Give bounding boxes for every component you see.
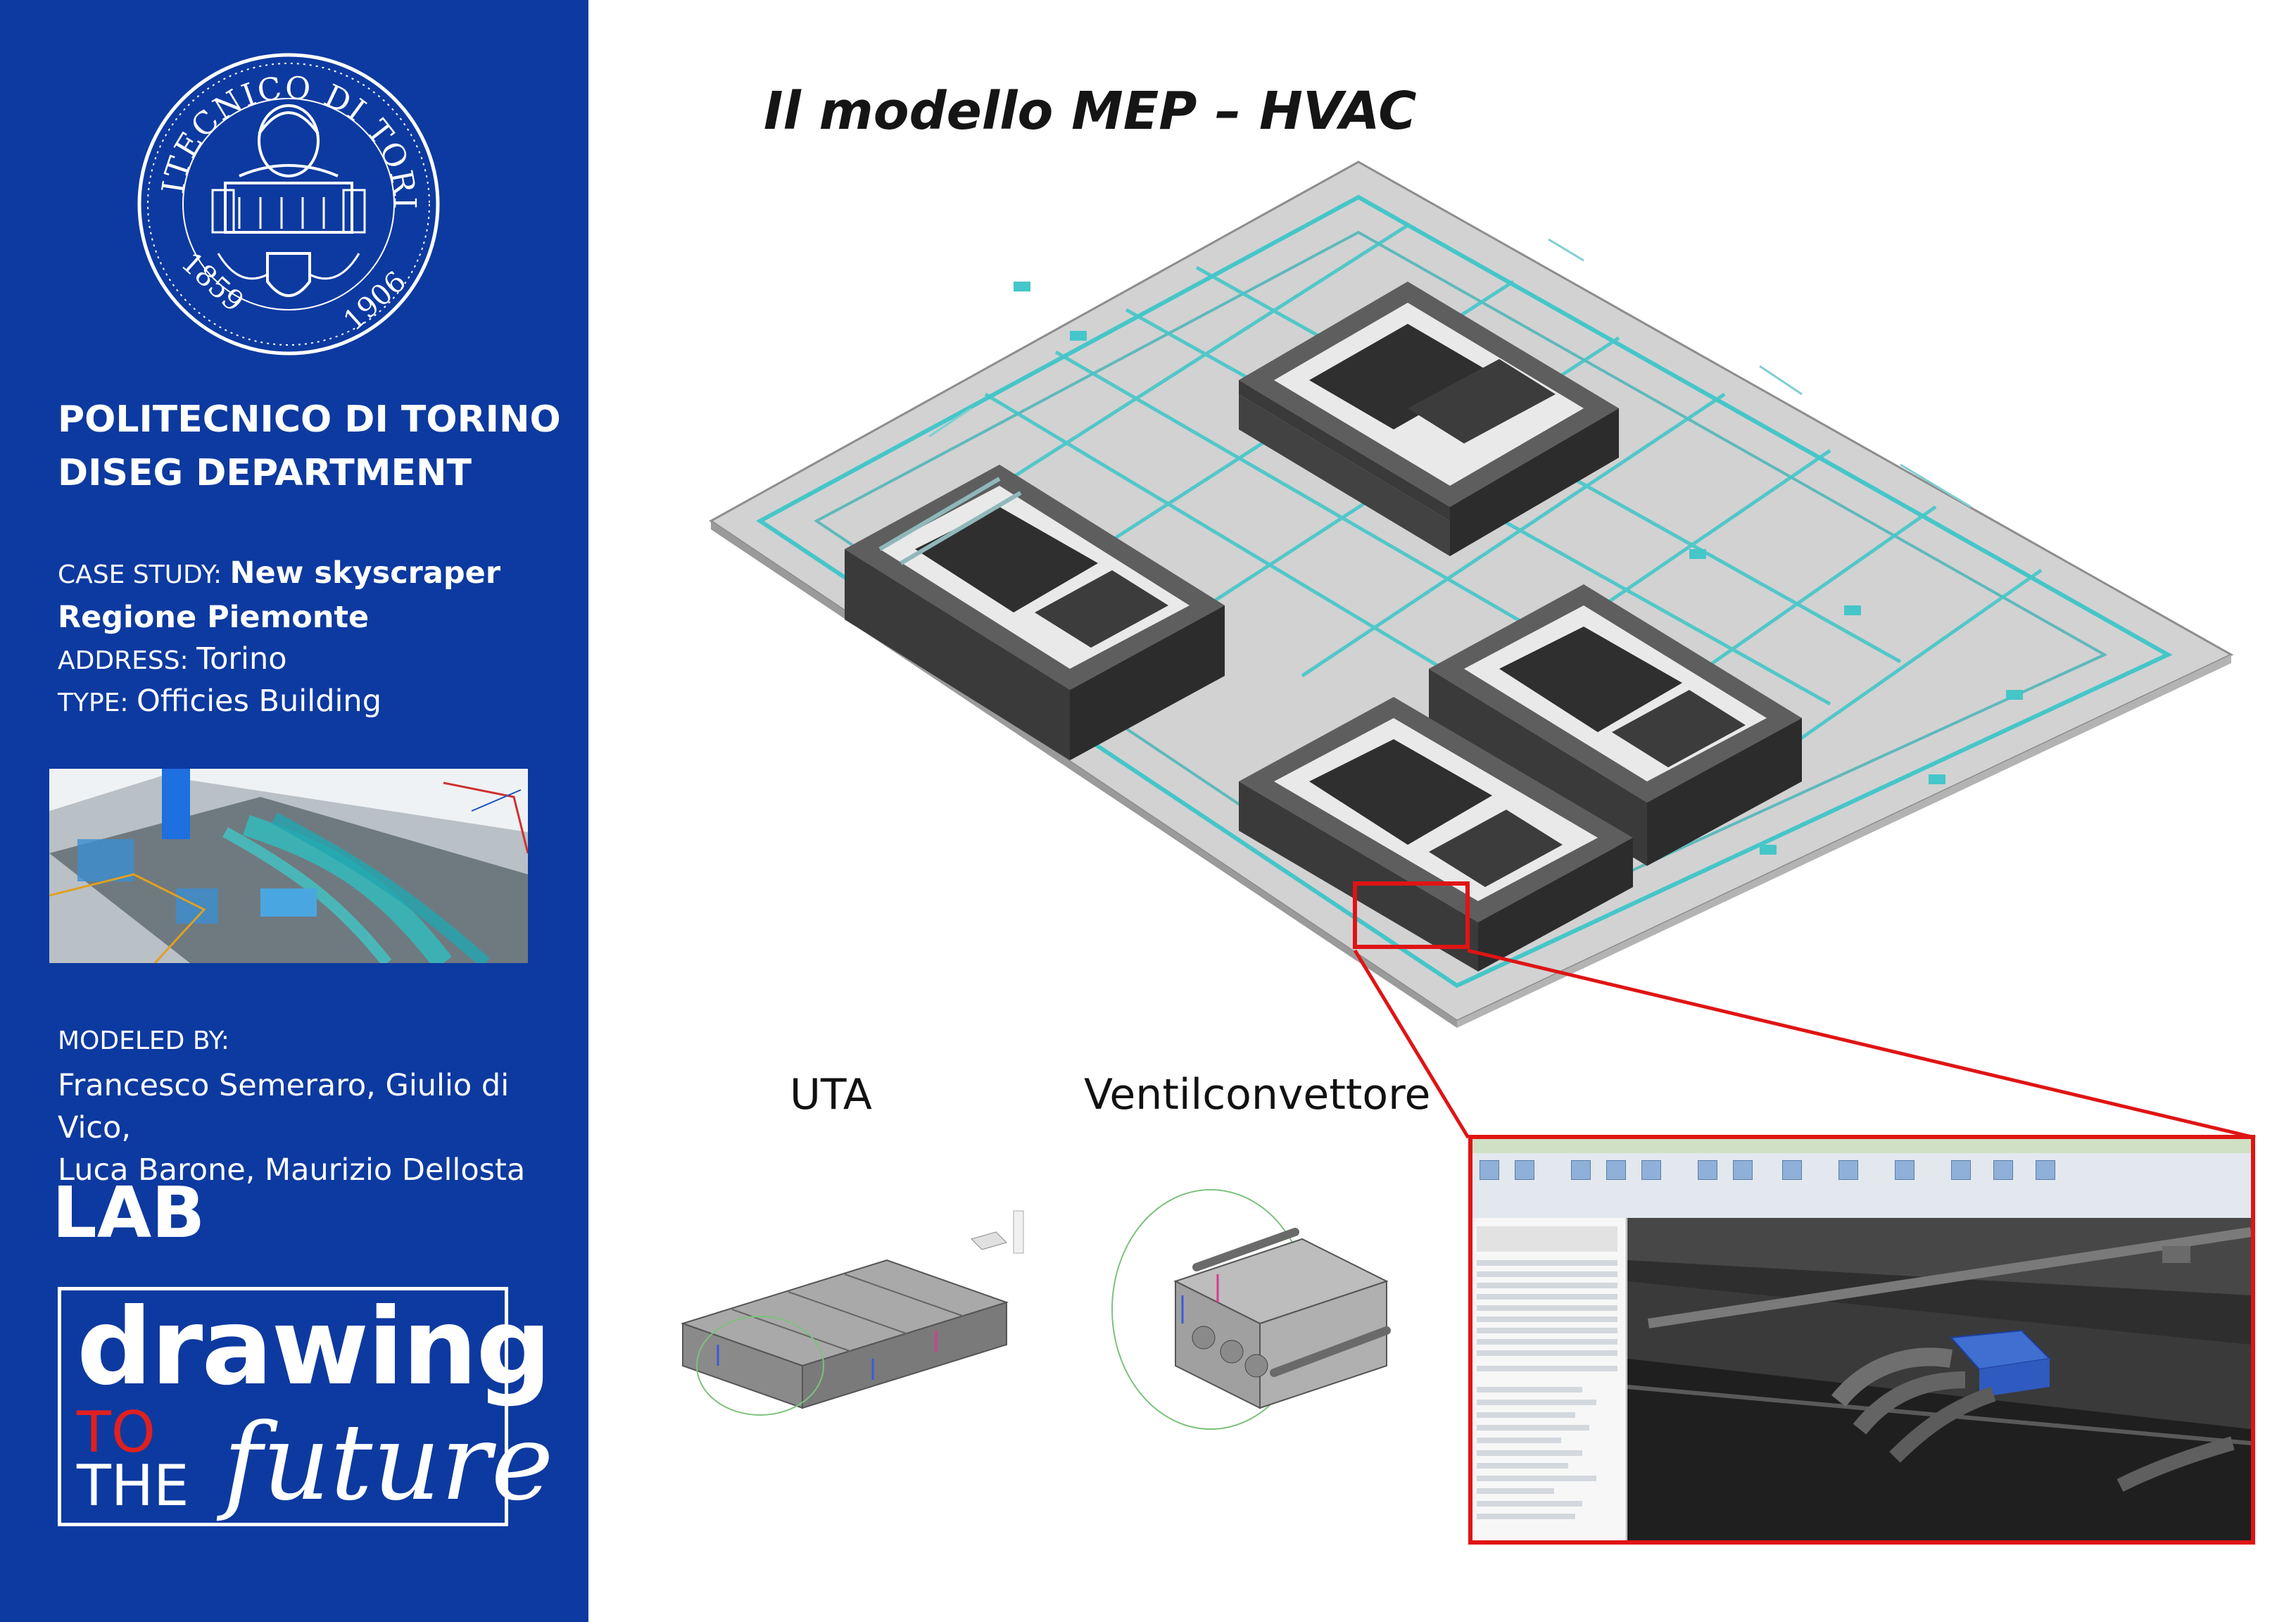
logo-to: TO [77, 1400, 156, 1465]
caption-uta: UTA [790, 1070, 872, 1119]
type-value: Officies Building [137, 684, 381, 719]
building-type: TYPE: Officies Building [58, 680, 381, 724]
core-block-north [1239, 282, 1619, 556]
site-model-thumbnail [49, 769, 528, 963]
case-study: CASE STUDY: New skyscraper Regione Piemo… [58, 552, 579, 639]
seal-text: POLITECNICO DI TORINO [134, 49, 421, 210]
core-block-south [1239, 697, 1633, 972]
svg-text:POLITECNICO DI TORINO: POLITECNICO DI TORINO [134, 49, 422, 210]
sidebar: POLITECNICO DI TORINO 1859 1906 POLITECN… [0, 0, 588, 1622]
case-study-value: New skyscraper Regione Piemonte [58, 555, 501, 635]
case-study-label: CASE STUDY: [58, 560, 230, 589]
modeled-by-line-1: Francesco Semeraro, Giulio di Vico, [58, 1068, 510, 1145]
logo-drawing: drawing [77, 1286, 552, 1409]
address: ADDRESS: Torino [58, 638, 287, 682]
core-block-west [845, 465, 1225, 760]
modeled-by-line-2: Luca Barone, Maurizio Dellosta [58, 1152, 526, 1188]
uta-unit-drawing [680, 1210, 1024, 1416]
revit-detail-screenshot [1468, 1135, 2255, 1545]
address-label: ADDRESS: [58, 646, 197, 675]
fan-coil-unit-drawing [1111, 1189, 1391, 1430]
institution-name: POLITECNICO DI TORINO [58, 398, 561, 441]
revit-ribbon [1472, 1153, 2251, 1219]
detail-highlight-box [1353, 881, 1470, 949]
address-value: Torino [196, 641, 287, 677]
seal-year-left: 1859 [175, 246, 249, 318]
revit-titlebar [1472, 1139, 2251, 1153]
drawing-to-the-future-logo: drawing TO THE future [58, 1287, 553, 1526]
lab-label: LAB [52, 1171, 206, 1254]
zoom-connector-lines [1353, 948, 2256, 1140]
logo-future: future [223, 1402, 554, 1524]
page-title: Il modello MEP – HVAC [764, 81, 1417, 142]
modeled-by-names: Francesco Semeraro, Giulio di Vico, Luca… [58, 1064, 588, 1191]
revit-3d-view [1627, 1218, 2251, 1540]
university-seal-icon: POLITECNICO DI TORINO 1859 1906 [134, 49, 440, 356]
modeled-by-label: MODELED BY: [58, 1026, 229, 1055]
revit-properties-panel [1472, 1218, 1627, 1540]
logo-the: THE [77, 1453, 189, 1519]
type-label: TYPE: [58, 689, 137, 717]
caption-ventilconvettore: Ventilconvettore [1084, 1070, 1431, 1119]
department-name: DISEG DEPARTMENT [58, 452, 472, 494]
mep-hvac-model-view [709, 161, 2234, 1028]
